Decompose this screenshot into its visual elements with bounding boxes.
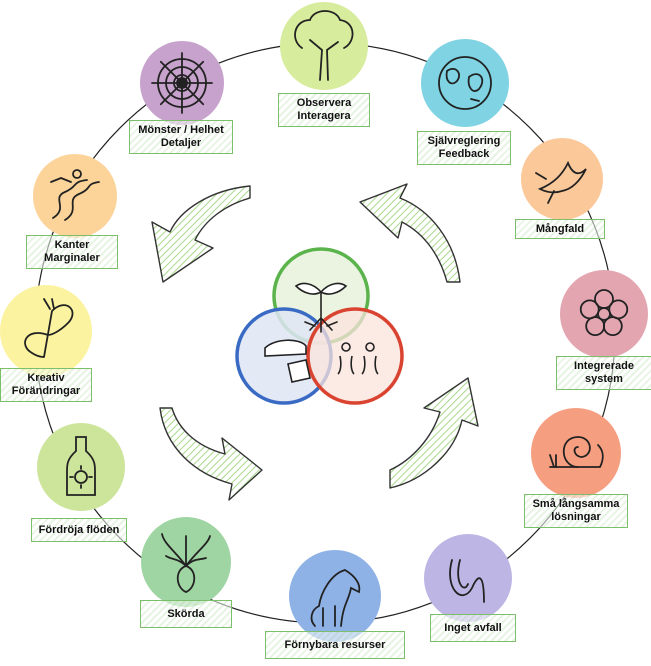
principle-circle-creative: [0, 285, 92, 377]
principle-label-harvest: Skörda: [140, 600, 232, 628]
principle-label-line: Förnybara resurser: [284, 638, 386, 651]
tree-icon: [294, 10, 354, 81]
plant-icon: [294, 282, 348, 333]
people-icon: [337, 342, 379, 375]
principle-label-line: Inget avfall: [444, 621, 502, 634]
flower-icon: [579, 289, 629, 337]
arrow-top-right: [359, 183, 461, 283]
worm-icon: [449, 559, 485, 603]
principle-label-line: Integrerade: [574, 360, 634, 372]
principle-label-line: Fördröja flöden: [38, 523, 120, 536]
principle-circle-catch: [421, 39, 509, 127]
principle-label-line: system: [585, 373, 623, 385]
principle-label-waste: Inget avfall: [430, 614, 516, 642]
arrow-bottom-left: [159, 407, 263, 501]
principle-label-line: Observera: [296, 97, 352, 109]
principle-label-store: Fördröja flöden: [31, 518, 127, 542]
principle-label-line: Detaljer: [160, 137, 202, 149]
principle-label-line: Feedback: [438, 148, 490, 160]
principle-label-diversity: Mångfald: [515, 219, 605, 239]
principle-circle-diversity: [521, 138, 603, 220]
landscape-icon: [50, 169, 100, 221]
principle-label-line: lösningar: [551, 511, 601, 523]
venn-people-care: [306, 307, 404, 405]
globe-icon: [438, 56, 492, 110]
principle-label-line: Kanter: [54, 239, 90, 251]
bottle-icon: [66, 436, 96, 496]
butterfly-icon: [24, 298, 74, 358]
bread-icon: [264, 339, 311, 383]
principle-label-line: Små långsamma: [532, 498, 620, 510]
principle-circle-integrate: [560, 270, 648, 358]
principle-label-line: Förändringar: [11, 385, 81, 397]
principle-circle-renew: [289, 550, 381, 642]
principle-label-line: Kreativ: [27, 372, 65, 384]
cycle-arrows: [151, 183, 479, 501]
snail-icon: [549, 436, 604, 468]
principle-label-line: Marginaler: [44, 252, 100, 264]
bird-icon: [535, 160, 587, 204]
arrow-bottom-right: [389, 377, 479, 489]
principle-label-line: Mångfald: [535, 222, 585, 235]
principle-label-line: Skörda: [167, 607, 205, 620]
principle-label-line: Interagera: [297, 110, 351, 122]
principle-label-line: Mönster / Helhet: [138, 124, 224, 136]
principle-circle-waste: [424, 534, 512, 622]
spiderweb-icon: [151, 52, 213, 114]
arrow-top-left: [151, 185, 251, 283]
center-venn: [235, 247, 404, 405]
principle-circle-observe: [280, 2, 368, 90]
beet-icon: [161, 533, 211, 593]
principle-label-line: Självreglering: [427, 135, 501, 147]
horse-icon: [310, 569, 361, 627]
principle-label-renew: Förnybara resurser: [265, 631, 405, 659]
